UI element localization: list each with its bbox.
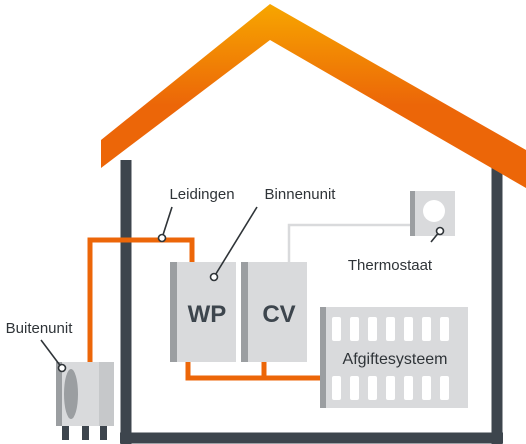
- leidingen-label: Leidingen: [169, 186, 234, 203]
- buitenunit-label: Buitenunit: [6, 320, 74, 337]
- binnenunit-label: Binnenunit: [265, 186, 337, 203]
- radiator-fins: [332, 317, 449, 400]
- wp-unit: WP: [170, 262, 236, 362]
- wp-label: WP: [188, 301, 227, 328]
- thermostat-dial-icon: [423, 200, 445, 222]
- outdoor-unit: [56, 362, 114, 440]
- afgiftesysteem-label: Afgiftesysteem: [343, 351, 448, 368]
- pipe-top: [87, 237, 195, 366]
- cv-unit: CV: [241, 262, 307, 362]
- pointers: [40, 206, 445, 373]
- pipe-bottom: [185, 362, 324, 381]
- thermostat: [410, 191, 455, 236]
- cv-label: CV: [262, 301, 295, 328]
- thermostaat-label: Thermostaat: [348, 257, 433, 274]
- fan-icon: [64, 369, 78, 419]
- house-walls: [120, 160, 503, 444]
- radiator: Afgiftesysteem: [320, 307, 468, 408]
- roof: [101, 4, 526, 188]
- thermostat-wire: [287, 223, 410, 262]
